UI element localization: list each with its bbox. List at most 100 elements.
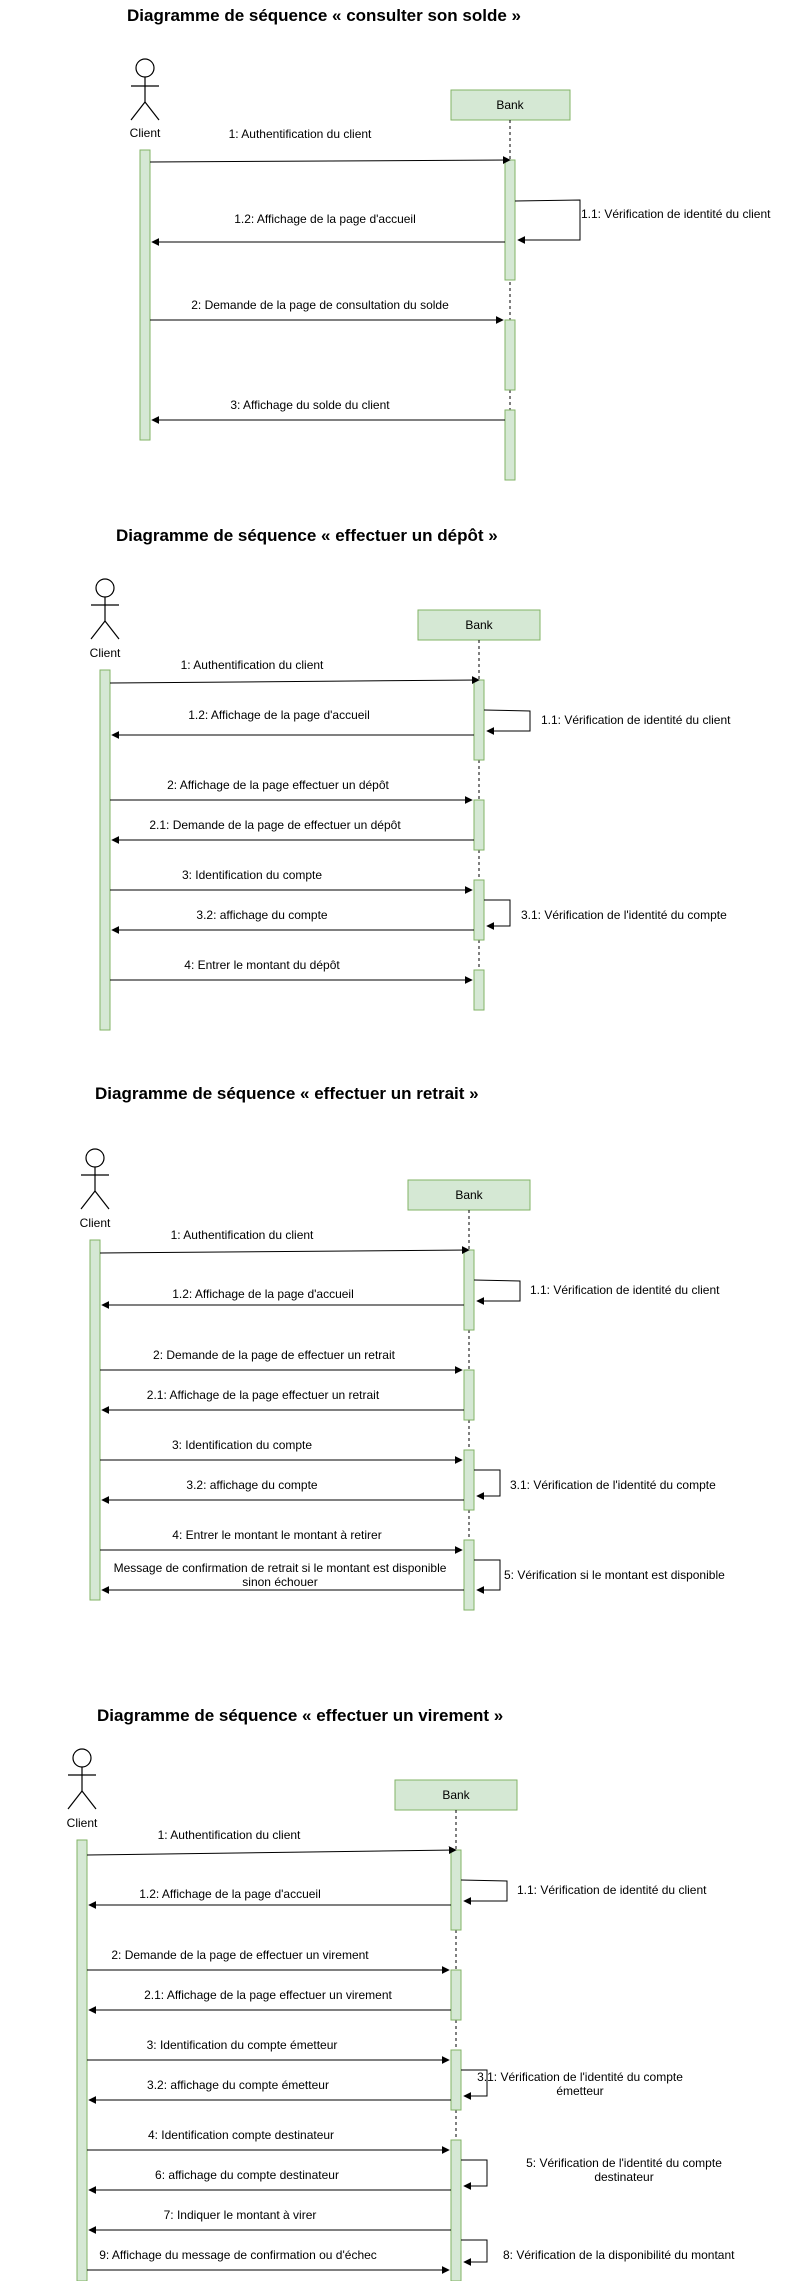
actor-head xyxy=(95,578,115,598)
message-arrow: 1: Authentification du client xyxy=(99,1228,470,1255)
actor-label: Client xyxy=(130,126,161,140)
self-message-arrow: 1.1: Vérification de identité du client xyxy=(483,709,731,735)
actor-leg-right xyxy=(94,1190,110,1210)
message-arrow: 4: Entrer le montant du dépôt xyxy=(110,958,473,984)
message-arrow: 3: Identification du compte xyxy=(100,1438,463,1464)
diagram-effectuer-virement: Diagramme de séquence « effectuer un vir… xyxy=(67,1706,735,2281)
lifeline-bank[interactable]: Bank xyxy=(407,1179,531,1211)
message-label: 1: Authentification du client xyxy=(181,658,324,672)
lifeline-bank[interactable]: Bank xyxy=(417,609,541,641)
message-label: 3: Identification du compte xyxy=(172,1438,312,1452)
actor-head xyxy=(85,1148,105,1168)
message-arrow: 9: Affichage du message de confirmation … xyxy=(87,2248,450,2274)
actor-head xyxy=(72,1748,92,1768)
message-arrow: 2: Demande de la page de effectuer un vi… xyxy=(87,1948,450,1974)
lifeline-box xyxy=(450,89,571,121)
lifeline-label: Bank xyxy=(496,98,524,112)
lifeline-bank[interactable]: Bank xyxy=(450,89,571,121)
actor-client[interactable]: Client xyxy=(130,58,161,140)
message-label: 1.1: Vérification de identité du client xyxy=(541,713,731,727)
actor-leg-left xyxy=(67,1790,83,1810)
client-activation-bar xyxy=(89,1239,101,1601)
message-label: 3.1: Vérification de l'identité du compt… xyxy=(510,1478,716,1492)
diagram-title: Diagramme de séquence « effectuer un dép… xyxy=(116,526,498,545)
self-message-arrow: 8: Vérification de la disponibilité du m… xyxy=(461,2239,735,2266)
diagram-effectuer-retrait: Diagramme de séquence « effectuer un ret… xyxy=(80,1084,725,1611)
self-message-arrow: 1.1: Vérification de identité du client xyxy=(473,1279,720,1305)
message-arrow: 3.2: affichage du compte xyxy=(101,1478,464,1504)
message-label: 2.1: Affichage de la page effectuer un v… xyxy=(144,1988,392,2002)
actor-leg-right xyxy=(81,1790,97,1810)
actor-label: Client xyxy=(80,1216,111,1230)
actor-leg-right xyxy=(144,101,160,121)
message-label: 1.1: Vérification de identité du client xyxy=(530,1283,720,1297)
message-label: 3.2: affichage du compte émetteur xyxy=(147,2078,329,2092)
message-arrow: 3: Identification du compte xyxy=(110,868,473,894)
message-label: 2: Demande de la page de effectuer un vi… xyxy=(111,1948,369,1962)
bank-activation-bar xyxy=(473,969,485,1011)
message-label: 1: Authentification du client xyxy=(171,1228,314,1242)
message-arrow: 1.2: Affichage de la page d'accueil xyxy=(88,1887,451,1909)
actor-client[interactable]: Client xyxy=(67,1748,98,1830)
message-arrow: 3: Affichage du solde du client xyxy=(151,398,505,424)
message-label: 4: Entrer le montant le montant à retire… xyxy=(172,1528,381,1542)
actor-leg-left xyxy=(80,1190,96,1210)
actor-leg-left xyxy=(90,620,106,640)
message-label: 2.1: Demande de la page de effectuer un … xyxy=(149,818,401,832)
message-arrow: 4: Entrer le montant le montant à retire… xyxy=(100,1528,463,1554)
lifeline-box xyxy=(394,1779,518,1811)
bank-activation-bar xyxy=(450,1849,462,1931)
self-message-arrow: 1.1: Vérification de identité du client xyxy=(514,199,771,244)
message-arrow: 7: Indiquer le montant à virer xyxy=(88,2208,451,2234)
message-arrow: 2: Affichage de la page effectuer un dép… xyxy=(110,778,473,804)
message-label: 3.1: Vérification de l'identité du compt… xyxy=(521,908,727,922)
message-label: 4: Entrer le montant du dépôt xyxy=(184,958,340,972)
actor-client[interactable]: Client xyxy=(90,578,121,660)
message-label: 3: Affichage du solde du client xyxy=(230,398,390,412)
message-arrow: 2.1: Affichage de la page effectuer un v… xyxy=(88,1988,451,2014)
message-arrow: 2.1: Demande de la page de effectuer un … xyxy=(111,818,474,844)
message-label: 2: Demande de la page de effectuer un re… xyxy=(153,1348,396,1362)
message-label: 9: Affichage du message de confirmation … xyxy=(99,2248,377,2262)
message-label: 1: Authentification du client xyxy=(229,127,372,141)
message-label: 3: Identification du compte xyxy=(182,868,322,882)
actor-label: Client xyxy=(90,646,121,660)
message-label: 8: Vérification de la disponibilité du m… xyxy=(503,2248,735,2262)
message-arrow: Message de confirmation de retrait si le… xyxy=(101,1561,464,1594)
message-label: 3.1: Vérification de l'identité du compt… xyxy=(477,2070,683,2098)
actor-label: Client xyxy=(67,1816,98,1830)
message-label: 2: Demande de la page de consultation du… xyxy=(191,298,449,312)
actor-client[interactable]: Client xyxy=(80,1148,111,1230)
bank-activation-bar xyxy=(450,2139,462,2281)
self-message-arrow: 3.1: Vérification de l'identité du compt… xyxy=(484,899,727,930)
lifeline-label: Bank xyxy=(442,1788,470,1802)
actor-leg-right xyxy=(104,620,120,640)
diagram-effectuer-depot: Diagramme de séquence « effectuer un dép… xyxy=(90,526,731,1031)
message-label: 1.1: Vérification de identité du client xyxy=(517,1883,707,1897)
message-label: 2: Affichage de la page effectuer un dép… xyxy=(167,778,389,792)
bank-activation-bar xyxy=(473,799,485,851)
message-arrow: 6: affichage du compte destinateur xyxy=(88,2168,451,2194)
message-arrow: 2: Demande de la page de consultation du… xyxy=(150,298,504,324)
message-label: 7: Indiquer le montant à virer xyxy=(164,2208,317,2222)
message-label: 5: Vérification si le montant est dispon… xyxy=(504,1568,725,1582)
message-arrow: 4: Identification compte destinateur xyxy=(87,2128,450,2154)
message-arrow: 1.2: Affichage de la page d'accueil xyxy=(151,212,505,246)
message-arrow: 1.2: Affichage de la page d'accueil xyxy=(111,708,474,739)
message-label: 1.2: Affichage de la page d'accueil xyxy=(234,212,416,226)
message-arrow: 3.2: affichage du compte xyxy=(111,908,474,934)
diagram-consulter-solde: Diagramme de séquence « consulter son so… xyxy=(127,6,771,481)
diagram-title: Diagramme de séquence « effectuer un ret… xyxy=(95,1084,479,1103)
message-arrow: 3.2: affichage du compte émetteur xyxy=(88,2078,451,2104)
message-label: 3.2: affichage du compte xyxy=(186,1478,318,1492)
message-label: Message de confirmation de retrait si le… xyxy=(114,1561,447,1589)
bank-activation-bar xyxy=(463,1249,475,1331)
lifeline-bank[interactable]: Bank xyxy=(394,1779,518,1811)
lifeline-box xyxy=(407,1179,531,1211)
bank-activation-bar xyxy=(463,1539,475,1611)
bank-activation-bar xyxy=(504,319,516,391)
bank-activation-bar xyxy=(504,159,516,281)
message-arrow: 3: Identification du compte émetteur xyxy=(87,2038,450,2064)
message-label: 3.2: affichage du compte xyxy=(196,908,328,922)
